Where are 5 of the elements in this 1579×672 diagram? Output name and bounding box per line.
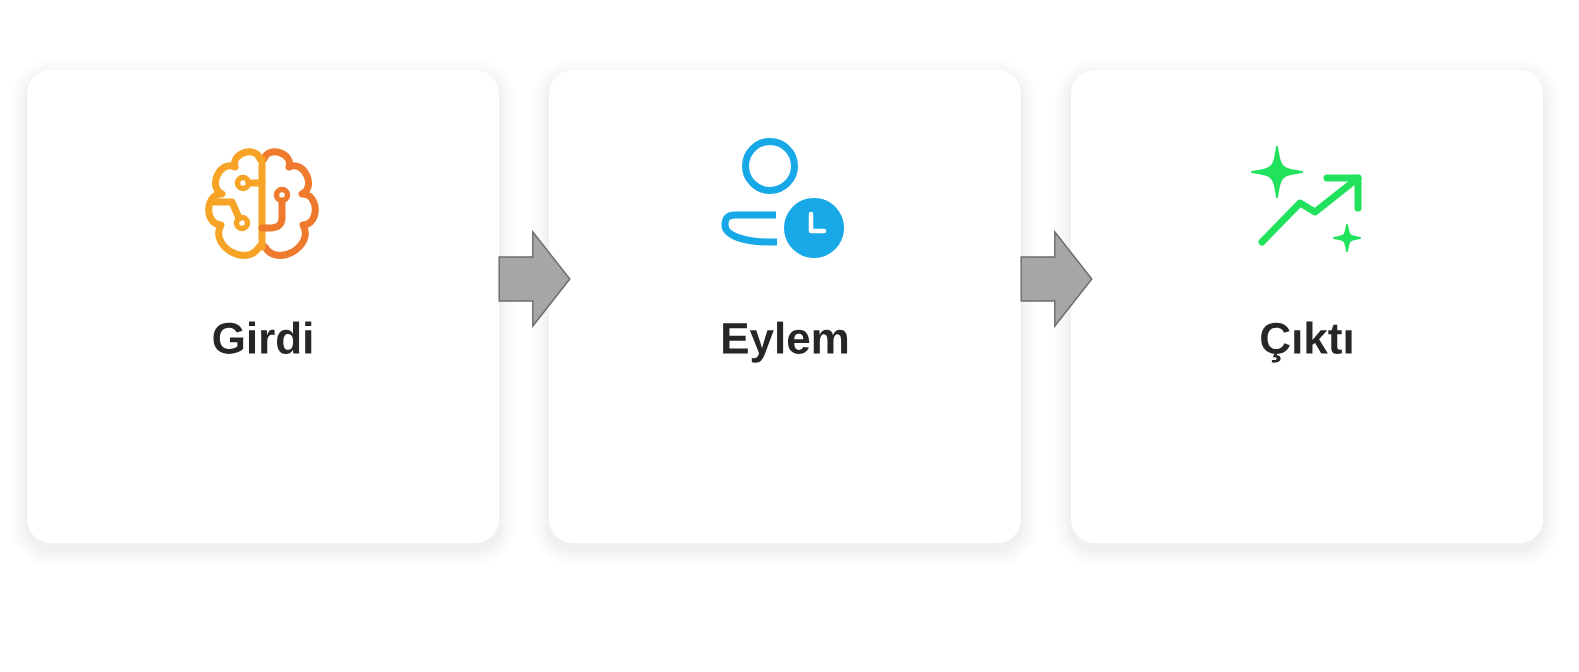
step-card: Girdi bbox=[27, 70, 499, 543]
block-arrow bbox=[1020, 229, 1093, 329]
step-card: Eylem bbox=[549, 70, 1021, 543]
block-arrow bbox=[498, 229, 571, 329]
step-card: Çıktı bbox=[1071, 70, 1543, 543]
